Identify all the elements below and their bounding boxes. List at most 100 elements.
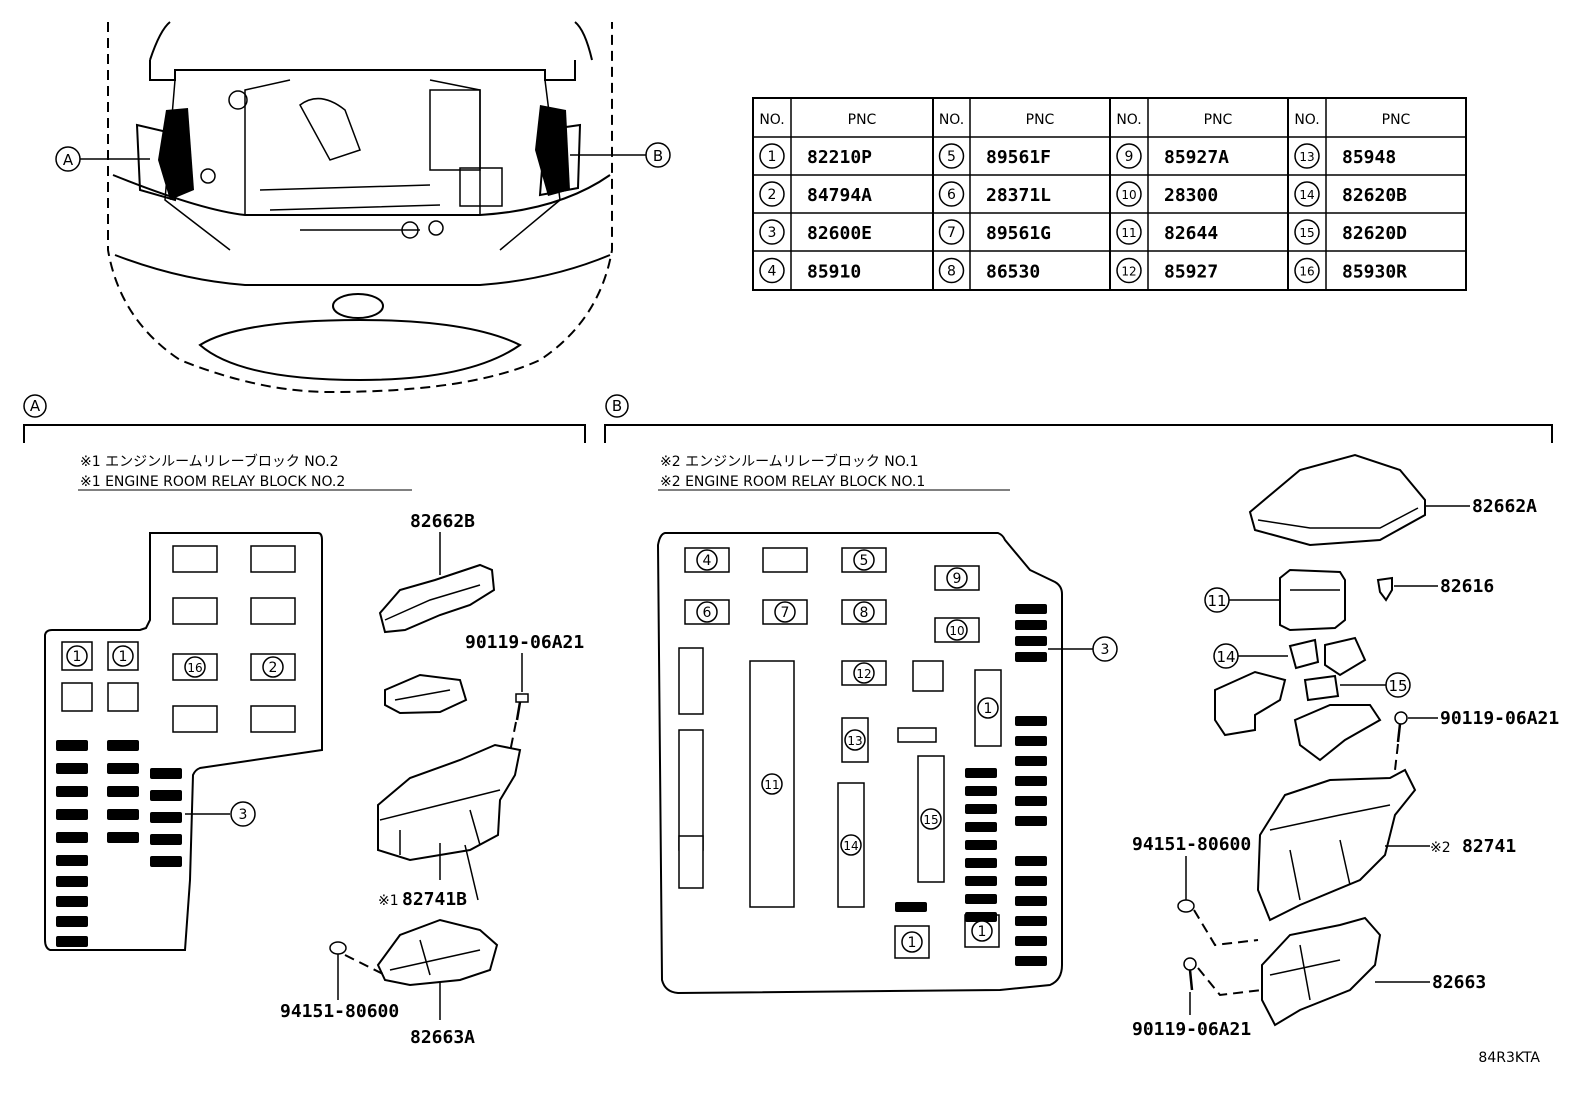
- part-label-90119-lower-b: 90119-06A21: [1132, 1019, 1251, 1040]
- fuse: [1015, 716, 1047, 726]
- table-cell-pnc: 82644: [1164, 223, 1218, 244]
- part-clip-a: 94151-80600: [280, 941, 399, 1022]
- table-cell-no: 11: [1116, 219, 1142, 245]
- fuse: [895, 902, 927, 912]
- table-cell-pnc: 89561F: [986, 147, 1051, 168]
- part-label-82663: 82663: [1432, 972, 1486, 993]
- relay-slot-label: 1: [901, 931, 923, 953]
- svg-text:4: 4: [703, 553, 712, 569]
- table-cell-pnc: 85910: [807, 262, 861, 283]
- svg-text:1: 1: [119, 649, 128, 665]
- table-cell-no: 9: [1116, 143, 1142, 169]
- fuse: [965, 822, 997, 832]
- relay-block-no1-outline: [656, 532, 1063, 995]
- svg-text:11: 11: [1121, 226, 1136, 240]
- svg-text:10: 10: [1121, 188, 1136, 202]
- table-cell-pnc: 85948: [1342, 147, 1396, 168]
- part-label-82662a: 82662A: [1472, 496, 1537, 517]
- section-b-marker: B: [612, 397, 622, 415]
- fuse: [150, 856, 182, 867]
- relay-slot-label: 3: [1092, 636, 1118, 662]
- svg-text:11: 11: [764, 778, 779, 792]
- svg-text:6: 6: [703, 605, 712, 621]
- part-82741-block: ※2 82741: [1256, 768, 1516, 922]
- fuse: [965, 768, 997, 778]
- table-cell-no: 7: [938, 219, 965, 245]
- part-prefix-82741: ※2: [1430, 840, 1451, 856]
- svg-text:14: 14: [1299, 188, 1314, 202]
- fuse: [56, 763, 88, 774]
- svg-text:11: 11: [1207, 592, 1226, 610]
- svg-text:12: 12: [856, 667, 871, 681]
- fuse: [1015, 876, 1047, 886]
- section-a-title-en: ※1 ENGINE ROOM RELAY BLOCK NO.2: [80, 474, 345, 490]
- table-cell-pnc: 82600E: [807, 223, 872, 244]
- table-cell-no: 13: [1294, 143, 1320, 169]
- table-header: NO.: [939, 112, 964, 128]
- part-bolt-a: 90119-06A21: [465, 632, 584, 753]
- svg-text:15: 15: [1299, 226, 1314, 240]
- fuse: [56, 786, 88, 797]
- overview-callout-a: A: [55, 146, 150, 172]
- overview-callout-b: B: [570, 142, 671, 168]
- fuse: [107, 832, 139, 843]
- relay-slot-label: 14: [840, 834, 862, 856]
- fuse: [150, 790, 182, 801]
- part-label-94151-a: 94151-80600: [280, 1001, 399, 1022]
- fuse: [107, 786, 139, 797]
- fuse: [56, 876, 88, 887]
- part-label-82741: 82741: [1462, 836, 1516, 857]
- table-cell-pnc: 89561G: [986, 223, 1051, 244]
- part-clip-b: 94151-80600: [1132, 834, 1259, 947]
- section-b: B ※2 エンジンルームリレーブロック NO.1 ※2 ENGINE ROOM …: [604, 394, 1559, 1040]
- relay-block-no1-slots: [678, 547, 1002, 959]
- table-cell-no: 15: [1294, 219, 1320, 245]
- table-header: NO.: [759, 112, 784, 128]
- svg-text:15: 15: [923, 813, 938, 827]
- part-bolt-b: 90119-06A21: [1394, 708, 1559, 771]
- part-82662b-cover: 82662B: [378, 511, 496, 634]
- table-header: PNC: [1204, 112, 1233, 128]
- svg-text:2: 2: [269, 660, 278, 676]
- part-label-82662b: 82662B: [410, 511, 475, 532]
- fuse: [965, 840, 997, 850]
- part-label-90119-a: 90119-06A21: [465, 632, 584, 653]
- section-b-title-en: ※2 ENGINE ROOM RELAY BLOCK NO.1: [660, 474, 925, 490]
- part-label-94151-b: 94151-80600: [1132, 834, 1251, 855]
- fuse: [107, 763, 139, 774]
- fuse: [965, 804, 997, 814]
- relay-slot-label: 5: [853, 549, 875, 571]
- part-label-90119-b: 90119-06A21: [1440, 708, 1559, 729]
- fuse: [56, 740, 88, 751]
- fuse: [107, 809, 139, 820]
- fuse: [56, 936, 88, 947]
- fuse: [1015, 896, 1047, 906]
- svg-text:1: 1: [908, 935, 917, 951]
- fuse: [150, 812, 182, 823]
- fuse: [1015, 796, 1047, 806]
- svg-text:13: 13: [1299, 150, 1314, 164]
- fuse: [1015, 816, 1047, 826]
- table-header: NO.: [1116, 112, 1141, 128]
- table-cell-pnc: 85927: [1164, 262, 1218, 283]
- fuse: [1015, 856, 1047, 866]
- table-cell-pnc: 85930R: [1342, 262, 1407, 283]
- table-cell-pnc: 28371L: [986, 185, 1051, 206]
- image-code: 84R3KTA: [1478, 1050, 1540, 1066]
- part-82663-lower-cover: 82663: [1261, 916, 1486, 1027]
- table-header: PNC: [1382, 112, 1411, 128]
- relay-block-no1-fuses: [895, 604, 1047, 966]
- table-cell-no: 16: [1294, 257, 1320, 284]
- table-header: PNC: [848, 112, 877, 128]
- fuse: [965, 912, 997, 922]
- fuse: [1015, 756, 1047, 766]
- section-b-title-jp: ※2 エンジンルームリレーブロック NO.1: [660, 453, 919, 470]
- table-cell-pnc: 82210P: [807, 147, 872, 168]
- part-relay-15: 15: [1303, 672, 1411, 702]
- table-cell-no: 10: [1116, 181, 1142, 207]
- svg-text:8: 8: [860, 605, 869, 621]
- relay-slot-label: 16: [184, 656, 206, 678]
- svg-text:14: 14: [843, 839, 858, 853]
